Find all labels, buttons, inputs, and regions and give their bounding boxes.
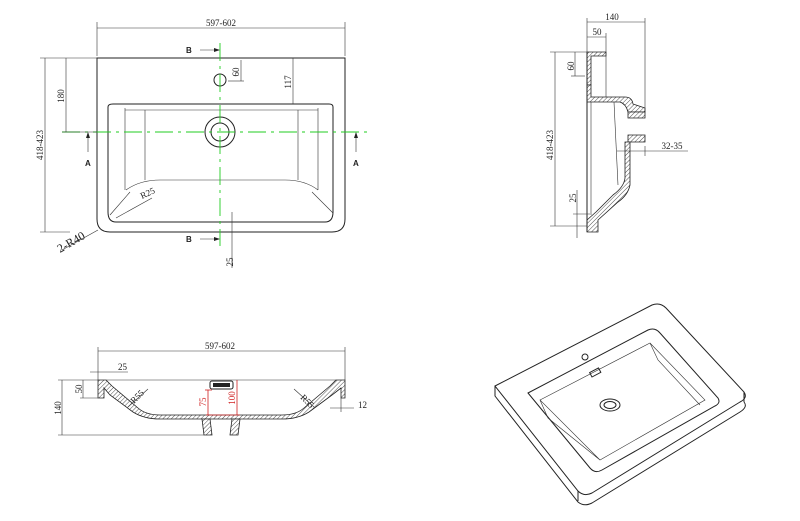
- side-depth-dim: 140: [605, 12, 619, 22]
- dim-25: 25: [225, 257, 235, 267]
- section-b-top: B: [186, 46, 192, 55]
- front-dim-12: 12: [358, 400, 367, 410]
- dim-180: 180: [56, 89, 66, 103]
- iso-tap-hole: [581, 353, 589, 361]
- side-height-dim: 418-423: [545, 130, 555, 160]
- side-section-view: 140 50 60 418-423 32-35 25: [545, 12, 688, 238]
- front-width-dim: 597-602: [205, 341, 235, 351]
- overflow-slot: [209, 380, 234, 390]
- overflow-dim-100: 100: [227, 391, 237, 405]
- side-dim-25: 25: [568, 193, 578, 203]
- section-a-left: A: [85, 159, 91, 168]
- basin-outline: [96, 57, 346, 233]
- radius-corner: 2-R40: [55, 228, 88, 255]
- front-section-view: 597-602 25 50 140 R55 R55 75 100 12: [53, 341, 367, 436]
- dim-117: 117: [283, 75, 293, 89]
- dim-60: 60: [231, 67, 241, 77]
- overflow-dim-75: 75: [198, 397, 208, 407]
- width-dim: 597-602: [206, 18, 236, 28]
- iso-overflow: [588, 367, 602, 378]
- isometric-view: [494, 303, 746, 506]
- front-dim-140: 140: [53, 401, 63, 415]
- iso-drain: [599, 398, 621, 412]
- front-dim-25: 25: [118, 362, 128, 372]
- radius-inner: R25: [139, 185, 157, 201]
- side-rim-dim: 50: [593, 27, 603, 37]
- section-b-bottom: B: [186, 235, 192, 244]
- depth-dim: 418-423: [35, 130, 45, 160]
- bowl-outline: [107, 103, 334, 223]
- top-view: 597-602 418-423 180 117 60 25 R25 2-R40 …: [35, 18, 370, 268]
- side-drain-dim: 32-35: [662, 141, 683, 151]
- section-a-right: A: [353, 159, 359, 168]
- front-dim-50: 50: [74, 384, 84, 394]
- side-dim-60: 60: [566, 61, 576, 71]
